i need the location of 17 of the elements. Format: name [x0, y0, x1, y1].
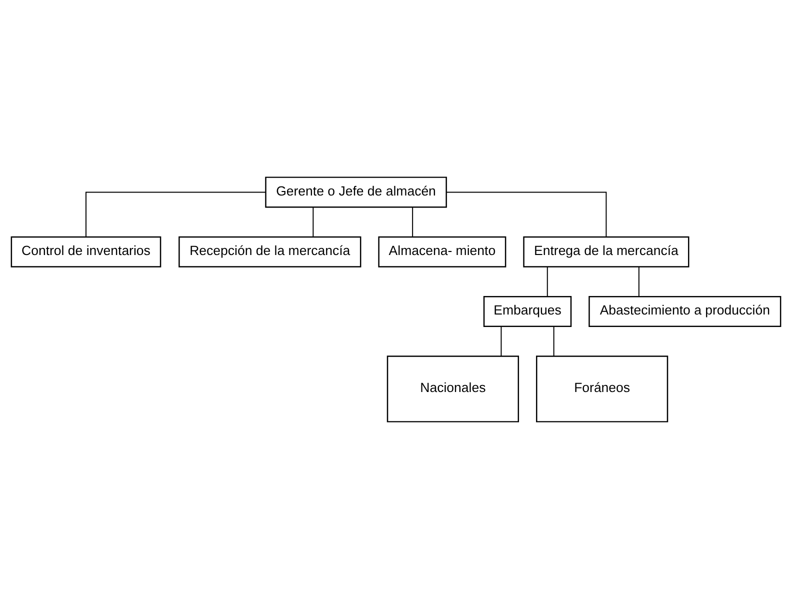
connector [546, 266, 548, 297]
node-box: Nacionales [386, 356, 520, 422]
connector [412, 206, 414, 238]
node-box: Abastecimiento a producción [588, 296, 782, 328]
connector [85, 192, 266, 238]
connector [312, 206, 314, 238]
connector [638, 266, 640, 297]
connector [553, 326, 554, 357]
node-box: Control de inventarios [10, 236, 162, 268]
connector [500, 326, 502, 357]
node-box: Embarques [483, 296, 572, 328]
node-box: Recepción de la mercancía [178, 236, 362, 268]
node-box: Foráneos [536, 356, 668, 422]
node-box: Gerente o Jefe de almacén [265, 176, 447, 208]
connector [446, 192, 607, 238]
node-box: Almacena- miento [378, 236, 506, 268]
node-box: Entrega de la mercancía [523, 236, 690, 268]
